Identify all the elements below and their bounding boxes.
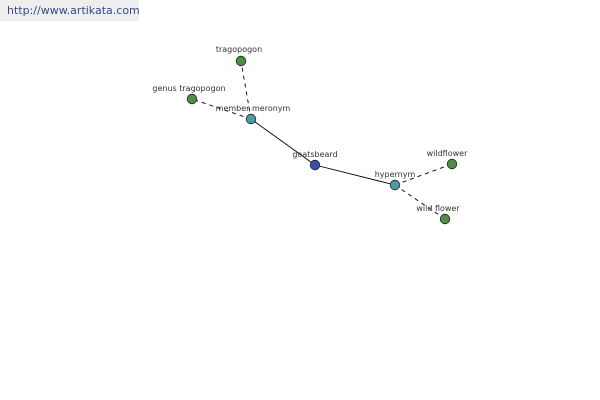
node-member-meronym-label[interactable]: member meronym	[216, 104, 291, 113]
edge-member-meronym-to-tragopogon	[240, 60, 252, 120]
node-tragopogon[interactable]: tragopogon	[216, 45, 262, 67]
node-genus-tragopogon-label[interactable]: genus tragopogon	[152, 84, 225, 93]
edge-member-meronym-to-genus-tragopogon	[191, 98, 252, 120]
node-goatsbeard-label[interactable]: goatsbeard	[292, 150, 337, 159]
node-wildflower[interactable]: wildflower	[427, 149, 468, 170]
node-genus-tragopogon-dot[interactable]	[186, 93, 198, 105]
node-wildflower-label[interactable]: wildflower	[427, 149, 468, 158]
node-wildflower-dot[interactable]	[446, 158, 458, 170]
node-wild-flower-label[interactable]: wild flower	[416, 204, 460, 213]
edges-layer	[191, 60, 453, 220]
node-wild-flower-dot[interactable]	[439, 213, 451, 225]
node-member-meronym[interactable]: member meronym	[216, 104, 291, 125]
node-genus-tragopogon[interactable]: genus tragopogon	[152, 84, 226, 105]
node-tragopogon-dot[interactable]	[235, 55, 247, 67]
node-member-meronym-dot[interactable]	[245, 113, 257, 125]
nodes-layer: goatsbeard member meronym hypernym tragopog…	[152, 45, 468, 225]
node-tragopogon-label[interactable]: tragopogon	[216, 45, 262, 54]
node-hypernym[interactable]: hypernym	[375, 170, 416, 191]
source-banner: http://www.artikata.com	[0, 0, 140, 21]
node-hypernym-dot[interactable]	[389, 179, 401, 191]
node-goatsbeard-dot[interactable]	[309, 159, 321, 171]
edge-hypernym-to-wild-flower	[394, 184, 446, 220]
node-hypernym-label[interactable]: hypernym	[375, 170, 416, 179]
edge-goatsbeard-to-hypernym	[314, 164, 396, 186]
node-wild-flower[interactable]: wild flower	[416, 204, 460, 225]
edge-hypernym-to-wildflower	[394, 163, 453, 186]
node-goatsbeard[interactable]: goatsbeard	[292, 150, 338, 171]
edge-goatsbeard-to-member-meronym	[250, 118, 316, 166]
source-url[interactable]: http://www.artikata.com	[7, 4, 140, 17]
